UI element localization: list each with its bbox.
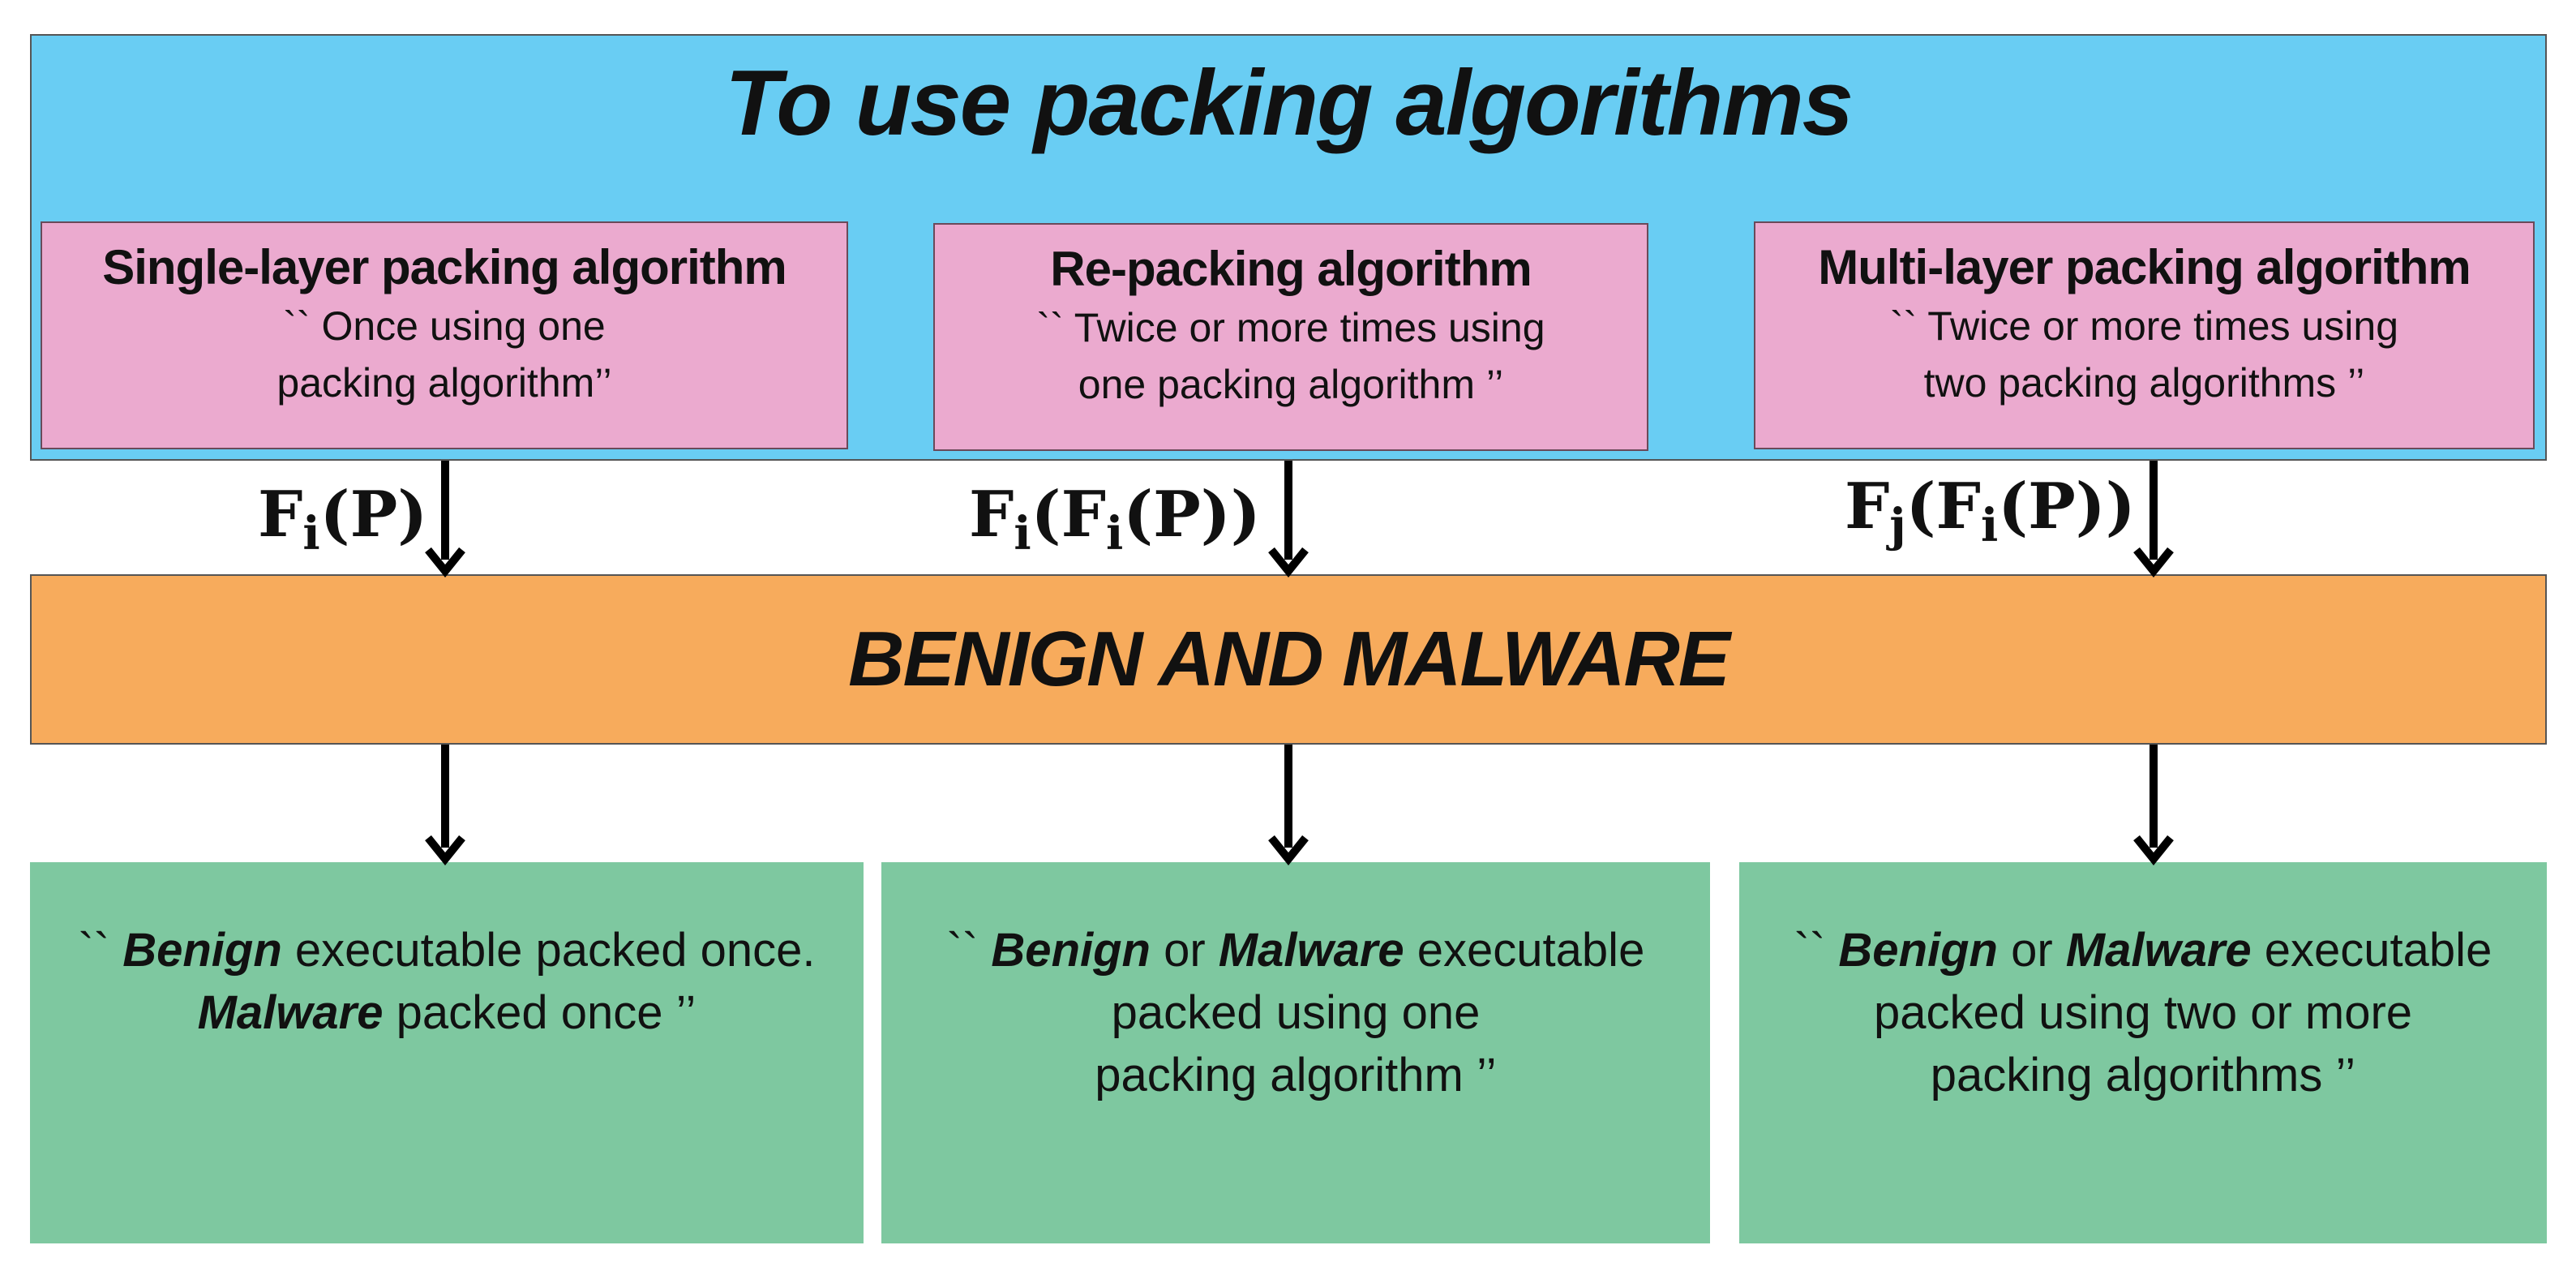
method-box-re-packing: Re-packing algorithm `` Twice or more ti…: [933, 223, 1648, 451]
result-line: `` Benign or Malware executable: [1794, 924, 2492, 977]
arrowhead-6: [2133, 835, 2174, 865]
result-line: packed using two or more: [1873, 986, 2413, 1039]
result-box-re-packing: `` Benign or Malware executable packed u…: [881, 862, 1710, 1243]
middle-band: [30, 574, 2547, 745]
result-line: `` Benign or Malware executable: [946, 924, 1645, 977]
result-box-single-layer: `` Benign executable packed once. Malwar…: [30, 862, 864, 1243]
arrowhead-2: [1268, 547, 1309, 578]
method-title-multi-layer: Multi-layer packing algorithm: [1818, 240, 2471, 294]
diagram-title: To use packing algorithms: [724, 52, 1854, 155]
result-box-multi-layer: `` Benign or Malware executable packed u…: [1739, 862, 2547, 1243]
formula-single-layer: Fi(P): [258, 478, 428, 560]
method-title-single-layer: Single-layer packing algorithm: [102, 240, 787, 294]
arrowhead-4: [425, 835, 465, 865]
method-title-re-packing: Re-packing algorithm: [1050, 242, 1532, 296]
method-box-multi-layer: Multi-layer packing algorithm `` Twice o…: [1754, 221, 2535, 449]
formula-re-packing: Fi(Fi(P)): [969, 478, 1261, 560]
result-line: `` Benign executable packed once.: [78, 924, 816, 977]
arrowhead-1: [425, 547, 465, 578]
arrowhead-3: [2133, 547, 2174, 578]
middle-band-label: BENIGN AND MALWARE: [848, 616, 1730, 702]
result-line: packing algorithms ’’: [1930, 1049, 2356, 1101]
formula-multi-layer: Fj(Fi(P)): [1845, 470, 2136, 552]
method-desc-single-layer: `` Once using one packing algorithm’’: [276, 303, 612, 406]
result-line: Malware packed once ’’: [197, 986, 697, 1039]
method-box-single-layer: Single-layer packing algorithm `` Once u…: [41, 221, 848, 449]
result-line: packing algorithm ’’: [1095, 1049, 1497, 1101]
arrowhead-5: [1268, 835, 1309, 865]
method-desc-multi-layer: `` Twice or more times using two packing…: [1889, 303, 2399, 406]
method-desc-re-packing: `` Twice or more times using one packing…: [1036, 305, 1545, 407]
result-line: packed using one: [1111, 986, 1481, 1039]
